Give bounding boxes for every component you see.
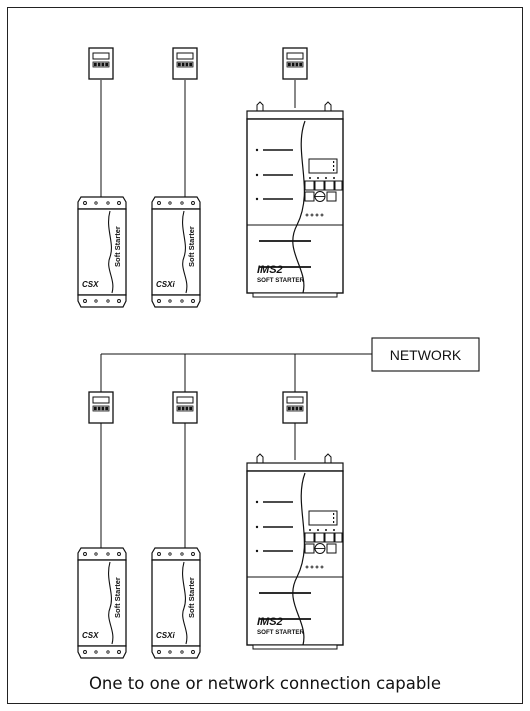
keypad-icon (172, 47, 198, 80)
ims2-soft-starter: IMS2 SOFT STARTER (246, 101, 344, 298)
csx-model-label: CSX (82, 280, 99, 289)
ims2-soft-starter: IMS2 SOFT STARTER (246, 453, 344, 650)
soft-starter-label: Soft Starter (187, 577, 196, 618)
ims2-model-label: IMS2 (257, 264, 283, 276)
ims2-subtitle: SOFT STARTER (257, 277, 305, 284)
csx-soft-starter: Soft Starter CSX (77, 196, 127, 308)
soft-starter-label: Soft Starter (187, 226, 196, 267)
soft-starter-label: Soft Starter (113, 577, 122, 618)
csxi-soft-starter: Soft Starter CSXi (151, 196, 201, 308)
ims2-subtitle: SOFT STARTER (257, 629, 305, 636)
keypad-icon (172, 391, 198, 424)
network-box (371, 337, 480, 372)
keypad-icon (282, 391, 308, 424)
ims2-model-label: IMS2 (257, 616, 283, 628)
csxi-soft-starter: Soft Starter CSXi (151, 547, 201, 659)
csxi-model-label: CSXi (156, 631, 175, 640)
csx-soft-starter: Soft Starter CSX (77, 547, 127, 659)
diagram-caption: One to one or network connection capable (88, 674, 442, 693)
keypad-icon (282, 47, 308, 80)
soft-starter-label: Soft Starter (113, 226, 122, 267)
network-group: NETWORK Soft Starter CSX Soft Starter CS… (77, 337, 480, 659)
keypad-icon (88, 47, 114, 80)
csx-model-label: CSX (82, 631, 99, 640)
diagram-frame (7, 7, 523, 704)
one-to-one-group: Soft Starter CSX Soft Starter CSXi IMS2 … (77, 47, 344, 308)
network-label: NETWORK (390, 347, 462, 363)
csxi-model-label: CSXi (156, 280, 175, 289)
keypad-icon (88, 391, 114, 424)
